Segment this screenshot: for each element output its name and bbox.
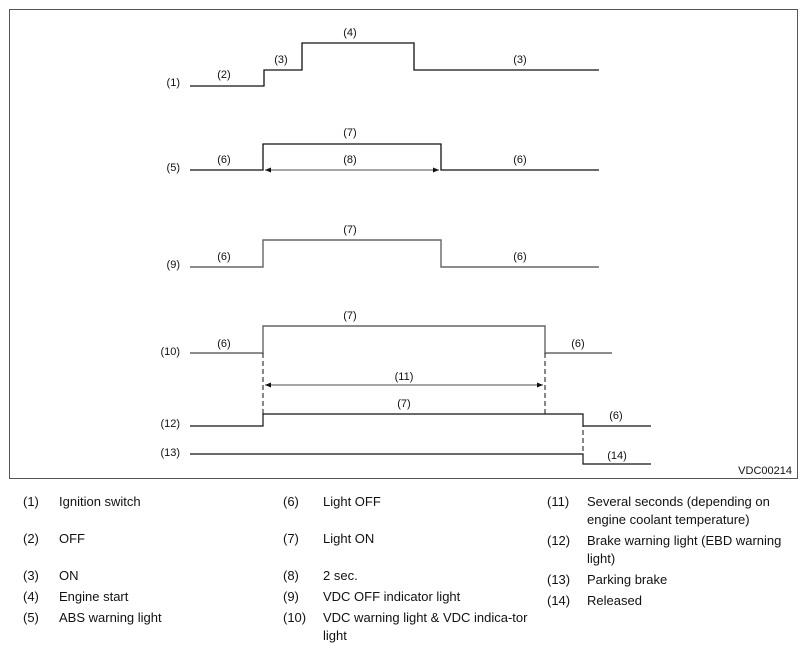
label-vdc-warn-duration: (11) [395, 371, 414, 383]
timing-diagram: (1) (5) (9) (10) (12) (13) (2) (3) (4) (… [160, 27, 792, 477]
legend-item: (12) Brake warning light (EBD warning lig… [547, 532, 802, 568]
legend-item: (5) ABS warning light [23, 609, 263, 627]
legend-text: VDC OFF indicator light [323, 589, 461, 604]
legend-text: VDC warning light & VDC indica-tor light [323, 610, 528, 643]
legend-text: Light ON [323, 531, 375, 546]
legend-column-1: (1) Ignition switch (2) OFF (3) ON (4) Engin… [23, 493, 263, 630]
legend-item: (11) Several seconds (depending on engine… [547, 493, 802, 529]
legend-num: (8) [283, 568, 299, 583]
label-ignition-on-right: (3) [513, 54, 526, 66]
label-abs-on: (7) [343, 127, 356, 139]
label-ignition-off: (2) [217, 69, 230, 81]
timing-diagram-frame [9, 9, 798, 479]
legend-text: Brake warning light (EBD warning light) [587, 533, 782, 566]
legend-num: (2) [23, 531, 39, 546]
legend-text: ABS warning light [59, 610, 162, 625]
label-engine-start: (4) [343, 27, 356, 39]
legend-item: (3) ON [23, 567, 263, 585]
label-vdc-warn-off-left: (6) [217, 338, 230, 350]
label-brake-on: (7) [397, 398, 410, 410]
label-vdc-off-ind-off-right: (6) [513, 251, 526, 263]
legend-text: OFF [59, 531, 85, 546]
legend-num: (3) [23, 568, 39, 583]
legend-num: (1) [23, 494, 39, 509]
label-parking-released: (14) [607, 450, 627, 462]
parking-brake-waveform [190, 453, 651, 465]
label-vdc-off-ind-on: (7) [343, 224, 356, 236]
legend-text: Light OFF [323, 494, 381, 509]
row-label-vdc-off-indicator: (9) [167, 259, 180, 271]
legend-text: Several seconds (depending on engine coo… [587, 494, 770, 527]
label-vdc-warn-off-right: (6) [571, 338, 584, 350]
legend-text: Released [587, 593, 642, 608]
legend-text: 2 sec. [323, 568, 358, 583]
legend-item: (8) 2 sec. [283, 567, 528, 585]
vdc-off-indicator-waveform [190, 239, 599, 268]
legend-num: (12) [547, 533, 571, 548]
legend-num: (11) [547, 494, 570, 509]
legend-text: Engine start [59, 589, 129, 604]
row-label-parking-brake: (13) [160, 447, 180, 459]
legend-item: (6) Light OFF [283, 493, 528, 511]
legend-column-2: (6) Light OFF (7) Light ON (8) 2 sec. (9) VD… [283, 493, 528, 648]
legend-text: ON [59, 568, 79, 583]
row-label-ignition-switch: (1) [167, 77, 180, 89]
legend-num: (10) [283, 610, 307, 625]
legend-item: (2) OFF [23, 530, 263, 548]
legend-text: Parking brake [587, 572, 668, 587]
ignition-switch-waveform [190, 42, 599, 87]
legend-item: (9) VDC OFF indicator light [283, 588, 528, 606]
abs-warning-light-waveform [190, 143, 599, 171]
legend-num: (13) [547, 572, 571, 587]
label-vdc-warn-on: (7) [343, 310, 356, 322]
label-abs-off-left: (6) [217, 154, 230, 166]
legend-item: (13) Parking brake [547, 571, 802, 589]
legend-num: (5) [23, 610, 39, 625]
legend-item: (4) Engine start [23, 588, 263, 606]
row-label-vdc-warning-light: (10) [160, 346, 180, 358]
legend-num: (7) [283, 531, 299, 546]
label-abs-off-right: (6) [513, 154, 526, 166]
row-label-abs-warning-light: (5) [167, 162, 180, 174]
legend-num: (4) [23, 589, 39, 604]
brake-warning-light-waveform [190, 413, 651, 427]
label-ignition-on-left: (3) [274, 54, 287, 66]
vdc-warning-light-waveform [190, 325, 612, 354]
label-abs-duration: (8) [343, 154, 356, 166]
legend-item: (1) Ignition switch [23, 493, 263, 511]
label-brake-off-right: (6) [609, 410, 622, 422]
row-label-brake-warning-light: (12) [160, 418, 180, 430]
legend-text: Ignition switch [59, 494, 141, 509]
legend-num: (14) [547, 593, 571, 608]
legend-item: (14) Released [547, 592, 802, 610]
legend-num: (6) [283, 494, 299, 509]
legend-column-3: (11) Several seconds (depending on engine… [547, 493, 802, 613]
figure-id: VDC00214 [738, 465, 792, 477]
legend-item: (10) VDC warning light & VDC indica-tor l… [283, 609, 528, 645]
legend-num: (9) [283, 589, 299, 604]
legend-item: (7) Light ON [283, 530, 528, 548]
label-vdc-off-ind-off-left: (6) [217, 251, 230, 263]
